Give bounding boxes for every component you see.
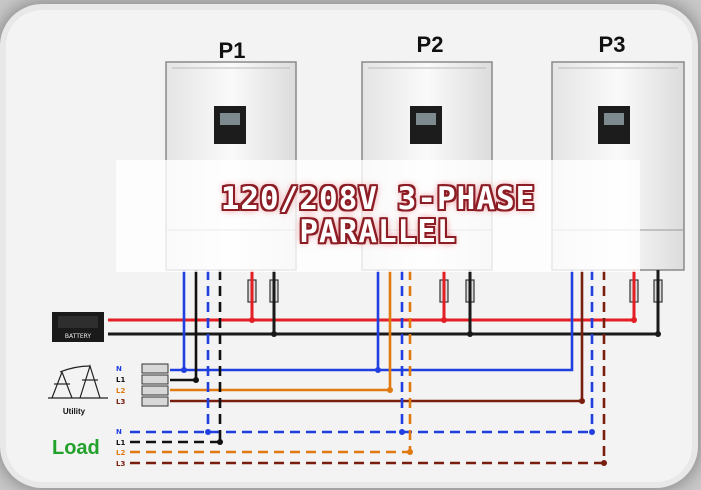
utility-breakers [141,363,169,407]
battery-label: BATTERY [65,333,92,340]
load-l2-label: L2 [116,449,125,457]
banner-line-2: PARALLEL [299,214,457,250]
utility-l3-label: L3 [116,398,125,406]
dc-bus [108,270,661,337]
utility-l2-label: L2 [116,387,125,395]
load-l3-label: L3 [116,460,125,468]
unit-label-p3: P3 [599,32,626,57]
load-l1-label: L1 [116,439,125,447]
title-banner: 120/208V 3-PHASE PARALLEL [116,160,640,272]
ac-output-junctions [205,429,607,466]
utility-pylon-icon [48,363,108,399]
utility-n-label: N [116,365,122,373]
utility-label: Utility [63,407,86,416]
dc-fuses [247,279,663,303]
banner-line-1: 120/208V 3-PHASE [220,181,536,217]
battery-icon: BATTERY [52,312,104,342]
load-line-labels: N L1 L2 L3 [116,428,125,468]
load-n-label: N [116,428,122,436]
ac-output-wiring [130,270,606,465]
load-label: Load [52,437,100,459]
utility-line-labels: N L1 L2 L3 [116,365,125,406]
ac-input-junctions [181,367,585,404]
unit-label-p2: P2 [417,32,444,57]
utility-l1-label: L1 [116,376,125,384]
unit-label-p1: P1 [219,38,246,63]
